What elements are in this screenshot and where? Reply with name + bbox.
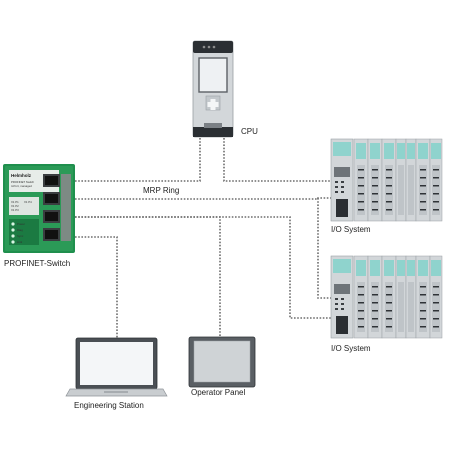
engineering-station-label: Engineering Station [74, 401, 144, 410]
operator-panel[interactable] [188, 336, 256, 388]
switch-subtitle: 4-Port, managed [11, 184, 32, 188]
switch-to-io2-wire [75, 216, 331, 319]
switch-port-1: X1 P1 [11, 200, 19, 204]
svg-text:Sync: Sync [17, 234, 24, 238]
switch-brand: Helmholz [11, 173, 32, 178]
io-system-1-label: I/O System [331, 225, 371, 234]
switch-port-2: X1 P2 [11, 204, 19, 208]
switch-port-3: X1 P3 [11, 208, 19, 212]
switch-to-panel-wire [75, 216, 221, 336]
profinet-switch[interactable]: Helmholz PROFINET Switch 4-Port, managed… [3, 164, 75, 253]
switch-label: PROFINET-Switch [4, 259, 70, 268]
cpu-to-io-wire [223, 138, 331, 182]
io-system-2-label: I/O System [331, 344, 371, 353]
switch-ports [43, 174, 71, 241]
cpu-module[interactable] [192, 40, 234, 138]
switch-model: PROFINET Switch [11, 180, 35, 184]
svg-text:Diag: Diag [17, 228, 23, 232]
svg-text:Power: Power [17, 222, 25, 226]
io-system-2[interactable] [330, 255, 443, 339]
io-system-2-modules [353, 255, 443, 339]
switch-leds: Power Diag Sync Link [9, 219, 39, 245]
io-system-1[interactable] [330, 138, 443, 222]
switch-port-4: X1 P4 [24, 200, 32, 204]
switch-to-io1-wire [75, 197, 331, 200]
operator-panel-label: Operator Panel [191, 388, 245, 397]
mrp-ring-label: MRP Ring [143, 186, 179, 195]
connections [75, 138, 331, 338]
cpu-label: CPU [241, 127, 258, 136]
mrp-ring-vertical-wire [317, 198, 331, 299]
mrp-ring-top-wire [75, 138, 201, 182]
engineering-station-laptop[interactable] [65, 337, 168, 397]
io-system-1-modules [353, 138, 443, 222]
switch-to-engineering-wire [75, 236, 118, 338]
svg-text:Link: Link [17, 240, 23, 244]
